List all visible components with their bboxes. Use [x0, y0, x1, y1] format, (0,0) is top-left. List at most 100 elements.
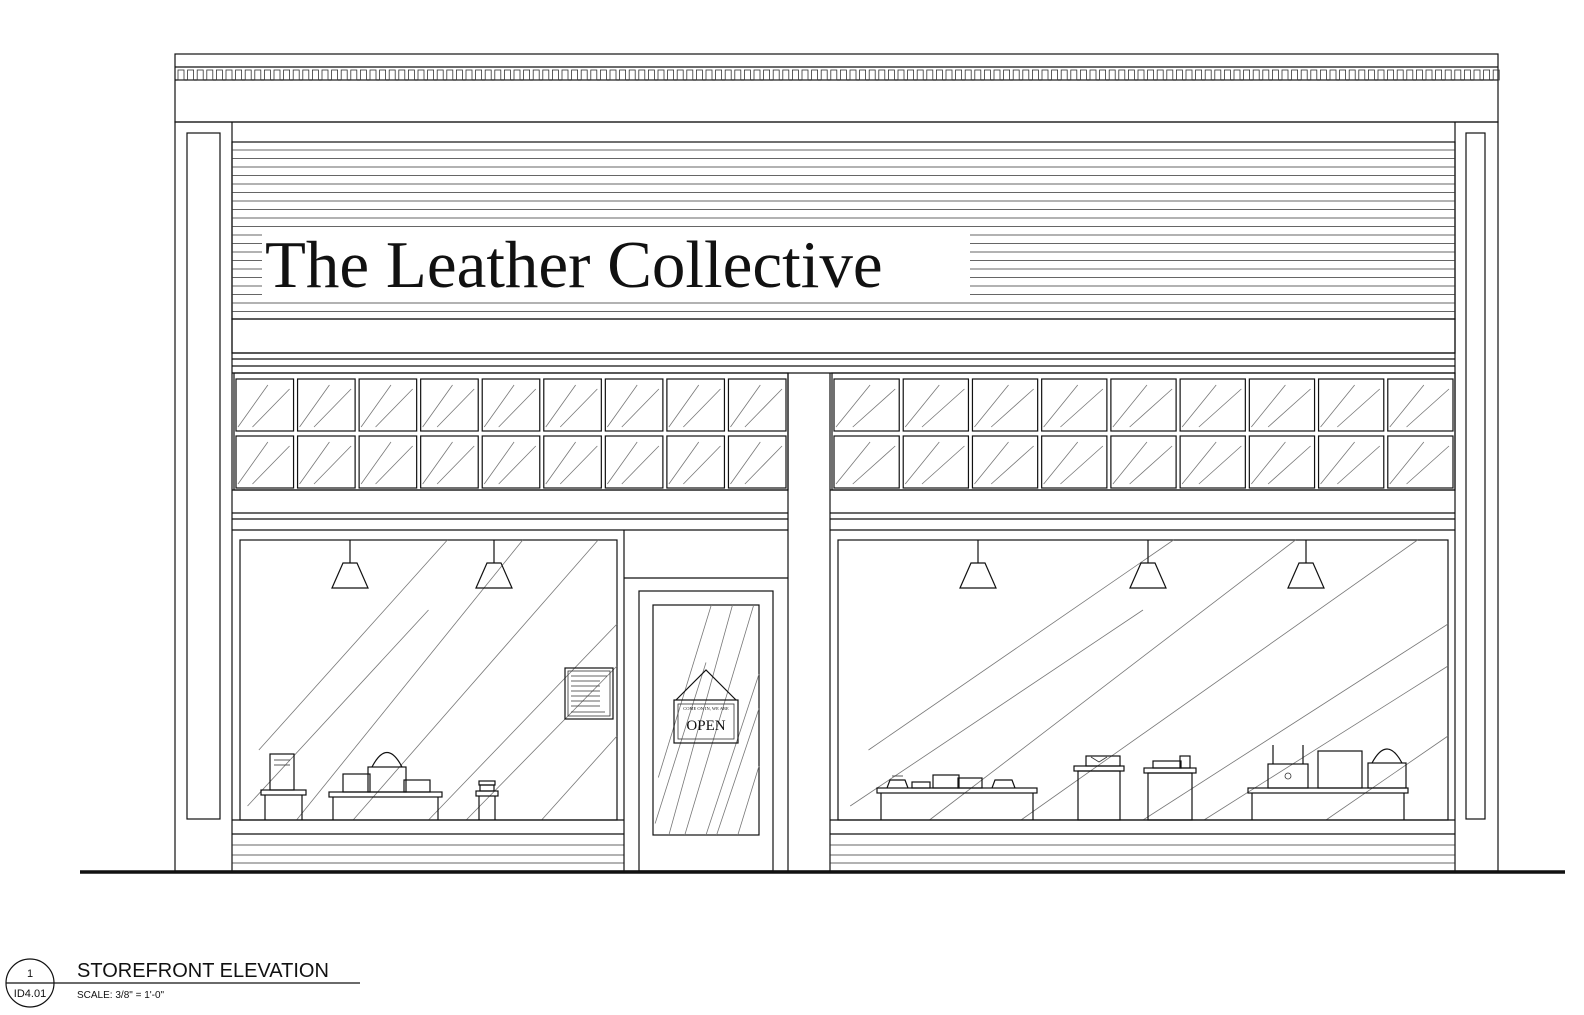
dentil — [782, 69, 790, 81]
dentil — [715, 69, 722, 81]
dentil — [1128, 69, 1135, 81]
glass-reflection — [252, 388, 290, 428]
transom-pane — [420, 435, 479, 489]
dentil — [1214, 69, 1222, 81]
dentil — [734, 69, 742, 81]
dentil — [820, 69, 828, 81]
store-hours-poster — [564, 667, 614, 720]
transom-pane — [296, 435, 356, 489]
dentil — [1300, 69, 1308, 81]
dentil — [1147, 69, 1154, 81]
door-reflection — [716, 708, 760, 836]
window-reflection — [849, 609, 1144, 807]
dentil — [1339, 69, 1346, 81]
store-sign-text: The Leather Collective — [265, 228, 883, 302]
transom-pane — [358, 378, 418, 432]
dentil — [849, 69, 857, 81]
dentil — [753, 69, 761, 81]
left-display-window — [232, 539, 624, 864]
sheet-number: ID4.01 — [14, 988, 46, 1000]
dentil — [964, 69, 972, 81]
glass-reflection — [1267, 388, 1311, 428]
dentil — [609, 69, 617, 81]
dentil — [1387, 69, 1394, 81]
transom-pane — [481, 435, 541, 489]
glass-reflection — [835, 441, 871, 485]
dentil — [1435, 69, 1442, 81]
dentil — [359, 69, 367, 81]
dentil — [1108, 69, 1116, 81]
glass-reflection — [422, 384, 453, 428]
glass-reflection — [1181, 441, 1217, 485]
dentil — [1099, 69, 1106, 81]
detail-number: 1 — [27, 968, 33, 980]
dentil — [494, 69, 502, 81]
open-sign: COME ON IN, WE ARE OPEN — [673, 669, 739, 744]
glass-reflection — [607, 441, 638, 485]
dentil — [984, 69, 991, 81]
glass-reflection — [559, 388, 598, 428]
glass-reflection — [668, 384, 700, 428]
pendant-shade — [1287, 562, 1325, 589]
glass-reflection — [621, 388, 660, 428]
dentil — [600, 69, 607, 81]
dentil — [1070, 69, 1078, 81]
dentil — [1012, 69, 1020, 81]
dentil — [235, 69, 243, 81]
dentil — [1176, 69, 1183, 81]
dentil — [273, 69, 281, 81]
transom-pane — [1110, 435, 1177, 489]
glass-reflection — [1389, 384, 1425, 428]
glass-reflection — [436, 388, 475, 428]
dentil — [945, 69, 953, 81]
window-reflection — [868, 539, 1174, 751]
dentil — [215, 69, 223, 81]
dentil — [177, 69, 185, 81]
transom-sills — [232, 489, 1455, 531]
glass-reflection — [1337, 445, 1381, 485]
dentil — [686, 69, 694, 81]
glass-reflection — [730, 384, 761, 428]
transom-pane — [543, 378, 602, 432]
dentil — [1368, 69, 1375, 81]
dentil — [340, 69, 348, 81]
window-reflection — [258, 539, 448, 751]
window-reflection — [1020, 539, 1418, 821]
glass-reflection — [990, 445, 1034, 485]
drawing-title: STOREFRONT ELEVATION — [77, 960, 329, 982]
transom-pane — [902, 435, 970, 489]
dentil — [676, 69, 684, 81]
transom-pane — [235, 378, 295, 432]
transom-pane — [604, 378, 664, 432]
glass-reflection — [498, 445, 537, 485]
dentil — [801, 69, 809, 81]
dentil — [398, 69, 406, 81]
dentil — [628, 69, 636, 81]
transom-pane — [1179, 435, 1246, 489]
glass-reflection — [498, 388, 537, 428]
transom-pane — [543, 435, 602, 489]
dentil — [1051, 69, 1058, 81]
glass-reflection — [1043, 441, 1079, 485]
dentil — [1137, 69, 1145, 81]
dentil — [926, 69, 934, 81]
dentil — [772, 69, 780, 81]
window-reflection — [541, 735, 618, 821]
window-reflection — [465, 665, 618, 821]
dentil — [1041, 69, 1049, 81]
glass-reflection — [360, 441, 392, 485]
dentil — [1032, 69, 1039, 81]
glass-reflection — [621, 445, 660, 485]
dentil — [388, 69, 396, 81]
dentil — [369, 69, 377, 81]
dentil — [1291, 69, 1298, 81]
dentil — [763, 69, 770, 81]
entry-door: COME ON IN, WE ARE OPEN — [623, 530, 788, 872]
drawing-scale: SCALE: 3/8" = 1'-0" — [77, 990, 165, 1001]
glass-reflection — [921, 445, 965, 485]
dentil — [1156, 69, 1164, 81]
glass-reflection — [904, 441, 940, 485]
transom-pane — [666, 378, 726, 432]
window-reflection — [1142, 623, 1449, 821]
dentil — [455, 69, 463, 81]
